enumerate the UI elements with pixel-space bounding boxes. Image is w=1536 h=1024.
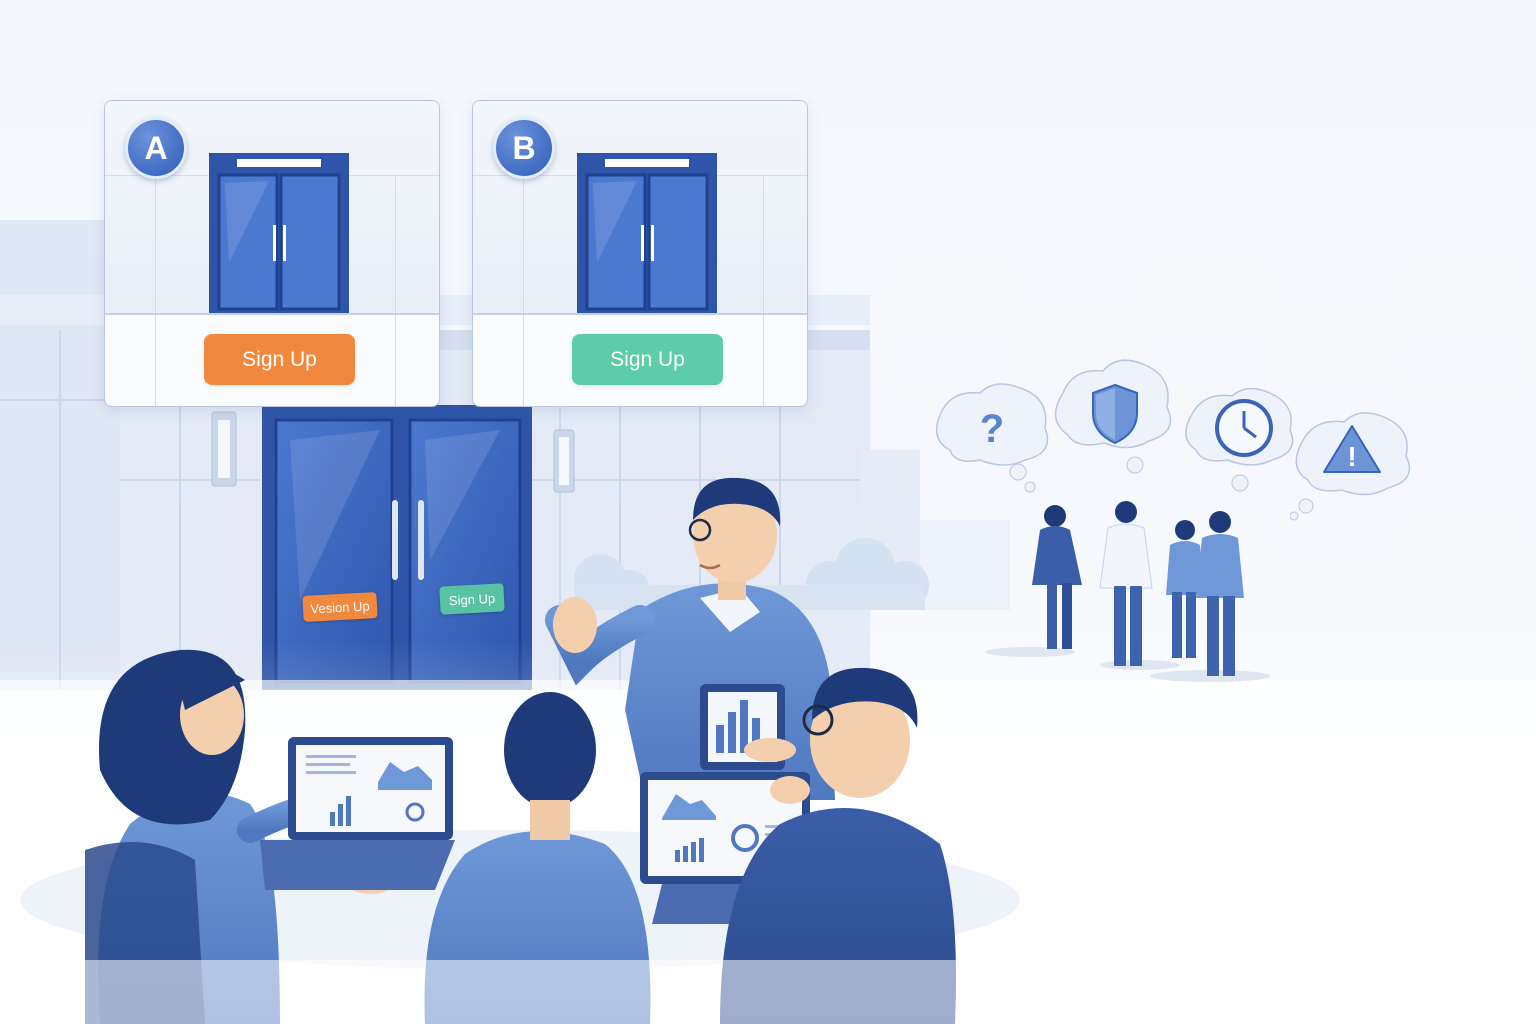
sign-up-button-variant-b[interactable]: Sign Up	[572, 334, 723, 385]
variant-a-card: A Sign Up	[104, 100, 440, 407]
thought-bubble-shield	[1054, 359, 1172, 474]
warning-icon: !	[1323, 425, 1381, 473]
door-illustration	[577, 153, 717, 313]
laptop-left	[260, 737, 455, 890]
door-tag-version-up[interactable]: Vesion Up	[302, 592, 378, 622]
thought-bubble-question: ?	[935, 383, 1049, 493]
variant-b-card: B Sign Up	[472, 100, 808, 407]
variant-b-badge: B	[493, 117, 555, 179]
sign-up-button-variant-a[interactable]: Sign Up	[204, 334, 355, 385]
clock-icon	[1215, 399, 1273, 457]
thought-bubble-clock	[1185, 387, 1294, 492]
door-tag-sign-up[interactable]: Sign Up	[439, 583, 505, 615]
shrubs	[574, 538, 929, 610]
svg-text:!: !	[1347, 441, 1356, 472]
shield-icon	[1092, 383, 1138, 445]
thought-bubble-warning: !	[1290, 412, 1411, 521]
variant-a-badge: A	[125, 117, 187, 179]
door-illustration	[209, 153, 349, 313]
distant-people	[985, 501, 1270, 682]
question-mark-icon: ?	[980, 407, 1004, 451]
presenter	[545, 477, 835, 800]
